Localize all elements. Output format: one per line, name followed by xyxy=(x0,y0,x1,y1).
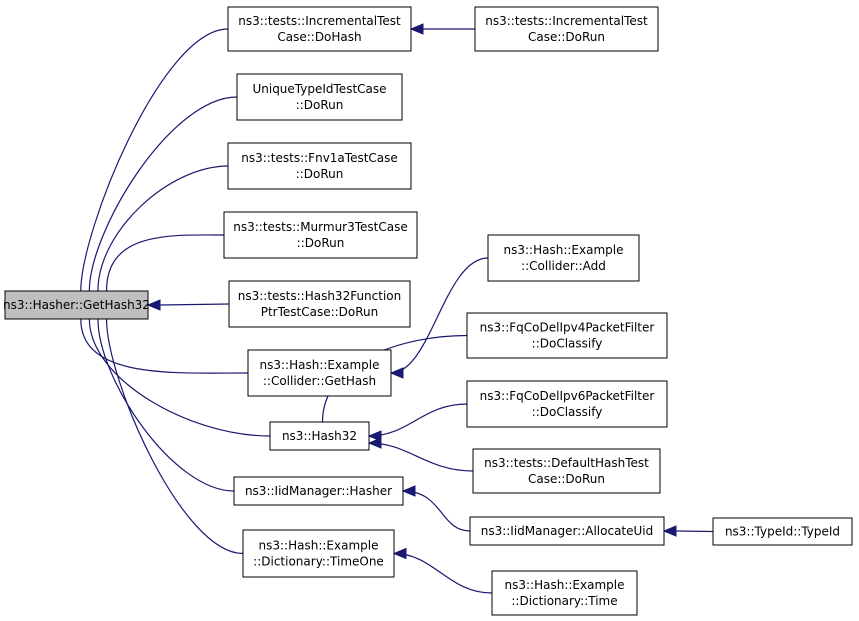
arrowhead-dict-time-to-dict-timeone xyxy=(392,547,407,560)
node-label: PtrTestCase::DoRun xyxy=(261,305,379,319)
node-uniquetypeid[interactable]: UniqueTypeIdTestCase::DoRun xyxy=(236,73,403,121)
edge-iid-allocate-to-iid-hasher xyxy=(402,490,471,532)
node-box xyxy=(236,73,403,121)
node-murmur3[interactable]: ns3::tests::Murmur3TestCase::DoRun xyxy=(223,211,418,259)
edge-hash32fptr-to-gethash32 xyxy=(159,303,230,306)
node-label: ns3::tests::IncrementalTest xyxy=(238,14,401,28)
edge-hash32-to-gethash32 xyxy=(88,318,271,437)
node-hash32fptr[interactable]: ns3::tests::Hash32FunctionPtrTestCase::D… xyxy=(228,280,411,328)
node-label: Case::DoRun xyxy=(528,30,605,44)
node-iid-hasher[interactable]: ns3::IidManager::Hasher xyxy=(233,476,404,506)
node-label: ns3::tests::Murmur3TestCase xyxy=(233,220,408,234)
arrowhead-iid-allocate-to-iid-hasher xyxy=(401,485,416,497)
node-label: ns3::FqCoDelIpv6PacketFilter xyxy=(480,389,655,403)
nodes-layer: ns3::Hasher::GetHash32 ns3::tests::Increm… xyxy=(3,6,853,616)
node-label: ::Collider::Add xyxy=(521,259,606,273)
node-dict-timeone[interactable]: ns3::Hash::Example::Dictionary::TimeOne xyxy=(242,529,395,578)
arrowhead-fqcodel6-to-hash32 xyxy=(367,430,382,442)
edge-uniquetypeid-to-gethash32 xyxy=(88,96,238,292)
node-label: ns3::Hash::Example xyxy=(259,539,379,553)
node-label: Case::DoRun xyxy=(528,472,605,486)
node-label: ::DoRun xyxy=(296,98,344,112)
node-label: ns3::Hash::Example xyxy=(504,243,624,257)
edge-fnv1a-to-gethash32 xyxy=(97,165,229,292)
node-box xyxy=(233,476,404,506)
node-box xyxy=(223,211,418,259)
arrowhead-hash32fptr-to-gethash32 xyxy=(146,299,161,311)
arrowhead-inc-dorun-to-inc-dohash xyxy=(409,23,424,35)
arrowhead-defaulthash-to-hash32 xyxy=(367,437,382,449)
arrowhead-collider-add-to-collider-gethash xyxy=(389,367,404,379)
arrowhead-typeid-to-iid-allocate xyxy=(662,525,677,537)
node-typeid[interactable]: ns3::TypeId::TypeId xyxy=(712,517,853,546)
node-box xyxy=(227,6,412,52)
node-box xyxy=(466,380,668,428)
node-box xyxy=(228,280,411,328)
node-box xyxy=(4,290,149,320)
node-label: ::DoClassify xyxy=(532,337,603,351)
node-label: ns3::tests::Hash32Function xyxy=(238,289,402,303)
node-label: ns3::tests::Fnv1aTestCase xyxy=(241,151,398,165)
node-label: ::Dictionary::TimeOne xyxy=(253,555,384,569)
edge-dict-timeone-to-gethash32 xyxy=(105,318,244,555)
node-label: ::DoRun xyxy=(297,236,345,250)
node-box xyxy=(269,421,370,451)
node-hash32[interactable]: ns3::Hash32 xyxy=(269,421,370,451)
node-label: ns3::Hasher::GetHash32 xyxy=(3,298,150,312)
node-label: ns3::Hash::Example xyxy=(260,358,380,372)
node-box xyxy=(247,349,392,397)
node-label: UniqueTypeIdTestCase xyxy=(252,82,386,96)
node-collider-gethash[interactable]: ns3::Hash::Example::Collider::GetHash xyxy=(247,349,392,397)
node-label: Case::DoHash xyxy=(277,30,361,44)
node-box xyxy=(472,448,661,494)
edge-collider-add-to-collider-gethash xyxy=(390,257,489,374)
node-box xyxy=(712,517,853,546)
edge-inc-dohash-to-gethash32 xyxy=(80,28,229,292)
node-label: ::Dictionary::Time xyxy=(511,594,617,608)
node-label: ns3::IidManager::Hasher xyxy=(245,484,392,498)
node-box xyxy=(487,234,640,282)
node-label: ::DoClassify xyxy=(532,405,603,419)
node-fnv1a[interactable]: ns3::tests::Fnv1aTestCase::DoRun xyxy=(227,142,412,190)
edge-iid-hasher-to-gethash32 xyxy=(97,318,235,492)
node-collider-add[interactable]: ns3::Hash::Example::Collider::Add xyxy=(487,234,640,282)
node-label: ns3::TypeId::TypeId xyxy=(725,525,840,539)
node-fqcodel6[interactable]: ns3::FqCoDelIpv6PacketFilter::DoClassify xyxy=(466,380,668,428)
node-box xyxy=(491,570,638,616)
node-dict-time[interactable]: ns3::Hash::Example::Dictionary::Time xyxy=(491,570,638,616)
node-label: ns3::Hash::Example xyxy=(505,578,625,592)
node-box xyxy=(469,516,665,546)
node-label: ns3::Hash32 xyxy=(282,429,357,443)
node-iid-allocate[interactable]: ns3::IidManager::AllocateUid xyxy=(469,516,665,546)
node-label: ns3::tests::DefaultHashTest xyxy=(484,456,649,470)
edge-murmur3-to-gethash32 xyxy=(105,234,225,292)
node-box xyxy=(474,6,659,52)
node-label: ns3::tests::IncrementalTest xyxy=(485,14,648,28)
edge-dict-time-to-dict-timeone xyxy=(393,552,493,594)
node-label: ::Collider::GetHash xyxy=(263,374,376,388)
edge-collider-gethash-to-gethash32 xyxy=(80,318,249,374)
edge-fqcodel6-to-hash32 xyxy=(368,403,468,437)
node-label: ns3::IidManager::AllocateUid xyxy=(481,524,654,538)
node-box xyxy=(242,529,395,578)
node-gethash32[interactable]: ns3::Hasher::GetHash32 xyxy=(3,290,150,320)
edge-defaulthash-to-hash32 xyxy=(368,442,474,472)
node-fqcodel4[interactable]: ns3::FqCoDelIpv4PacketFilter::DoClassify xyxy=(466,312,668,359)
node-box xyxy=(227,142,412,190)
node-label: ::DoRun xyxy=(296,167,344,181)
node-label: ns3::FqCoDelIpv4PacketFilter xyxy=(480,321,655,335)
edge-typeid-to-iid-allocate xyxy=(675,530,714,533)
node-box xyxy=(466,312,668,359)
